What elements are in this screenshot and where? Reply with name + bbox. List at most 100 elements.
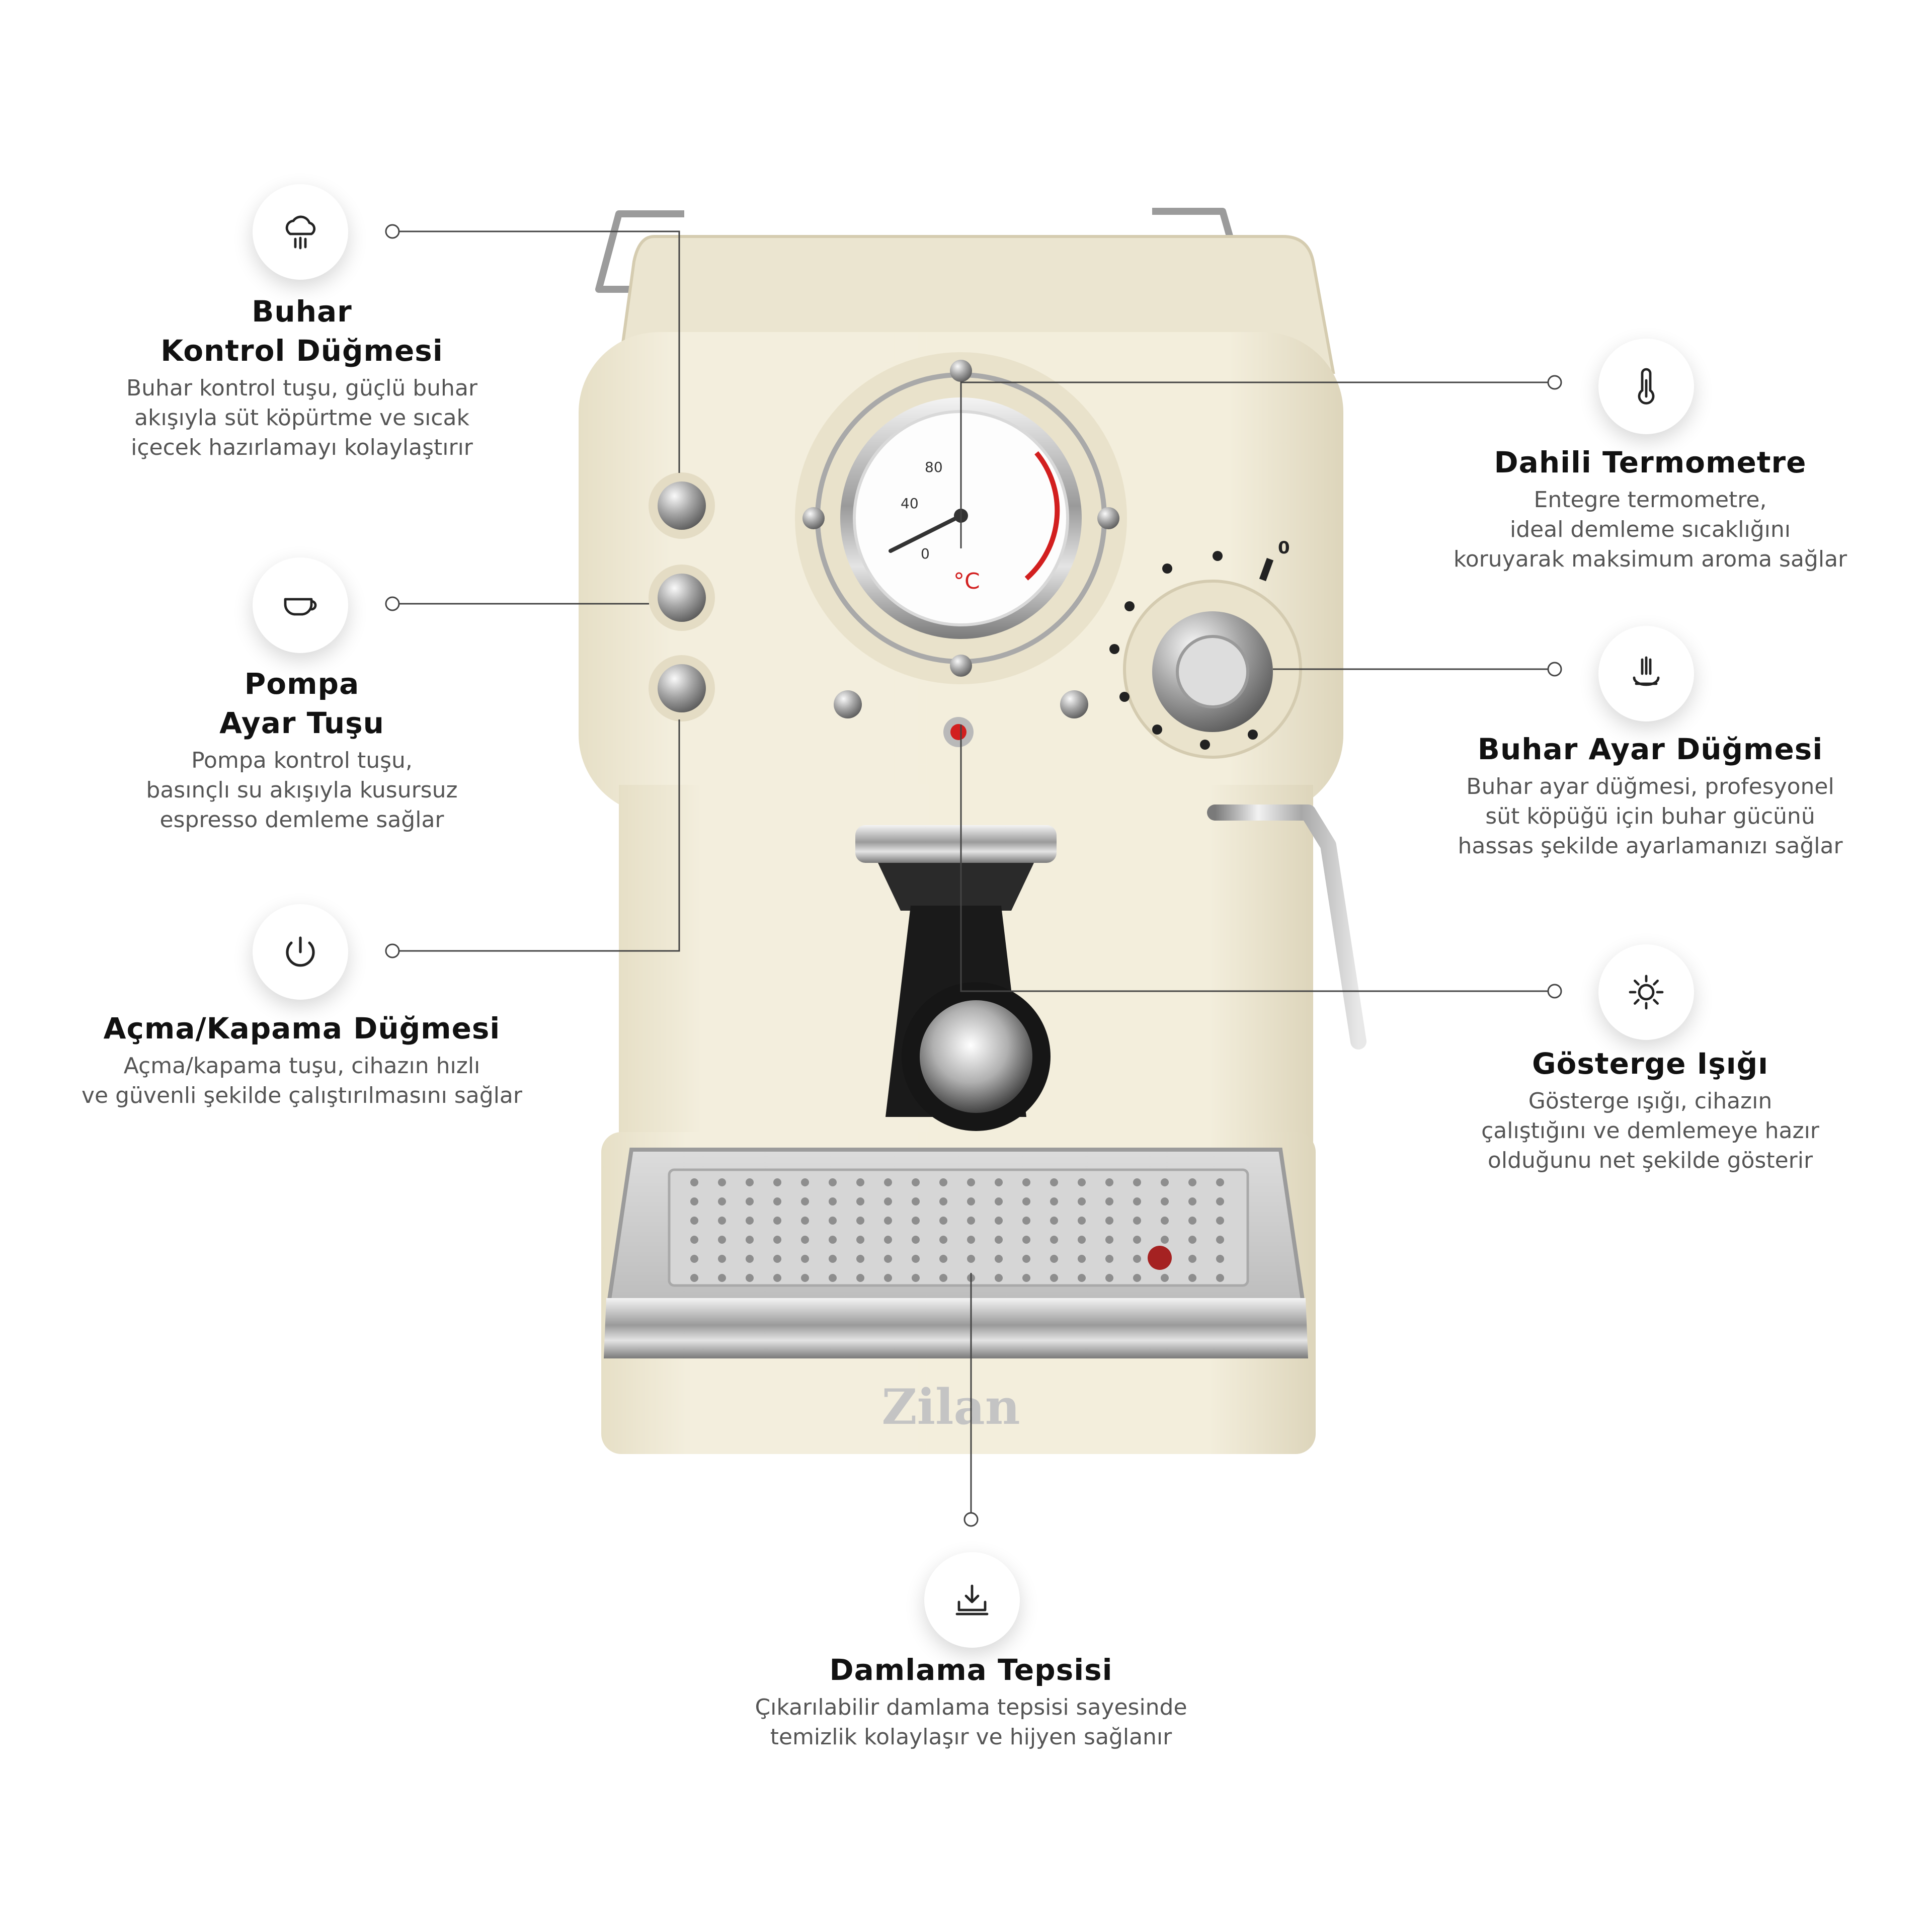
gauge-unit: °C	[953, 569, 980, 594]
grate-hole	[1216, 1197, 1224, 1205]
grate-hole	[1161, 1236, 1169, 1244]
grate-hole	[690, 1217, 698, 1225]
grate-hole	[1188, 1236, 1196, 1244]
grate-hole	[884, 1197, 892, 1205]
grate-hole	[912, 1217, 920, 1225]
cup-icon	[253, 557, 348, 653]
callout-lines	[392, 230, 1555, 1519]
grate-hole	[939, 1274, 947, 1282]
thermometer-icon	[1598, 339, 1694, 434]
grate-hole	[801, 1255, 809, 1263]
grate-hole	[829, 1217, 837, 1225]
grate-hole	[773, 1255, 781, 1263]
grate-hole	[718, 1178, 726, 1186]
feature-thermometer-title: Dahili Termometre	[1494, 445, 1807, 479]
portafilter-basket	[878, 863, 1034, 911]
steam-dial-marker	[1259, 557, 1274, 582]
gauge-red-arc	[1024, 451, 1060, 581]
grate-hole	[690, 1274, 698, 1282]
tray-download-icon	[924, 1552, 1020, 1648]
feature-drip-tray-desc: Çıkarılabilir damlama tepsisi sayesinde …	[755, 1695, 1187, 1750]
brand-logo: Zilan	[881, 1379, 1020, 1435]
grate-hole	[773, 1236, 781, 1244]
grate-hole	[1188, 1217, 1196, 1225]
grate-hole	[801, 1236, 809, 1244]
grate-hole	[912, 1236, 920, 1244]
coffee-ready-light	[834, 690, 862, 718]
sun-light-icon	[1598, 944, 1694, 1040]
tray-float	[1148, 1246, 1172, 1270]
grate-hole	[718, 1274, 726, 1282]
grate-hole	[1133, 1255, 1141, 1263]
grate-hole	[1188, 1197, 1196, 1205]
grate-hole	[912, 1255, 920, 1263]
grate-hole	[1105, 1255, 1113, 1263]
grate-hole	[746, 1274, 754, 1282]
feature-drip-tray-title: Damlama Tepsisi	[829, 1653, 1113, 1687]
grate-hole	[1050, 1197, 1058, 1205]
grate-hole	[746, 1255, 754, 1263]
steam-hand-icon	[1598, 626, 1694, 721]
grate-hole	[856, 1236, 864, 1244]
grate-hole	[967, 1178, 975, 1186]
grate-hole	[967, 1197, 975, 1205]
grate-hole	[1161, 1197, 1169, 1205]
callout-dots	[385, 224, 1562, 1527]
grate-hole	[773, 1217, 781, 1225]
feature-steam-control-title: Buhar Kontrol Düğmesi	[160, 294, 443, 368]
grate-hole	[856, 1217, 864, 1225]
grate-hole	[1078, 1274, 1086, 1282]
grate-hole	[1188, 1178, 1196, 1186]
feature-drip-tray: Damlama Tepsisi Çıkarılabilir damlama te…	[669, 1650, 1273, 1752]
gauge-label-0: 0	[921, 545, 930, 562]
grate-hole	[884, 1236, 892, 1244]
grate-hole	[1050, 1217, 1058, 1225]
grate-hole	[746, 1236, 754, 1244]
grate-hole	[1105, 1197, 1113, 1205]
grate-hole	[690, 1178, 698, 1186]
grate-hole	[967, 1217, 975, 1225]
grate-hole	[690, 1236, 698, 1244]
grate-hole	[718, 1236, 726, 1244]
grate-hole	[829, 1255, 837, 1263]
grate-hole	[1105, 1217, 1113, 1225]
grate-hole	[1216, 1274, 1224, 1282]
group-head	[855, 825, 1057, 863]
grate-hole	[801, 1274, 809, 1282]
grate-hole	[1161, 1217, 1169, 1225]
power-icon	[253, 904, 348, 1000]
grate-hole	[1078, 1236, 1086, 1244]
grate-hole	[939, 1217, 947, 1225]
grate-hole	[1022, 1197, 1030, 1205]
grate-hole	[856, 1255, 864, 1263]
grate-hole	[1216, 1217, 1224, 1225]
feature-steam-control-desc: Buhar kontrol tuşu, güçlü buhar akışıyla…	[126, 375, 477, 460]
feature-power: Açma/Kapama Düğmesi Açma/kapama tuşu, ci…	[45, 1009, 558, 1110]
grate-hole	[746, 1197, 754, 1205]
grate-hole	[1216, 1255, 1224, 1263]
grate-hole	[1133, 1274, 1141, 1282]
grate-hole	[1133, 1197, 1141, 1205]
feature-steam-dial: Buhar Ayar Düğmesi Buhar ayar düğmesi, p…	[1419, 730, 1882, 861]
grate-hole	[1161, 1178, 1169, 1186]
grate-hole	[967, 1236, 975, 1244]
grate-hole	[856, 1274, 864, 1282]
grate-hole	[1188, 1255, 1196, 1263]
grate-hole	[995, 1255, 1003, 1263]
grate-hole	[884, 1255, 892, 1263]
grate-hole	[1022, 1255, 1030, 1263]
feature-power-desc: Açma/kapama tuşu, cihazın hızlı ve güven…	[82, 1053, 522, 1108]
grate-hole	[1105, 1178, 1113, 1186]
grate-hole	[801, 1197, 809, 1205]
feature-pump-title: Pompa Ayar Tuşu	[219, 667, 384, 740]
feature-power-title: Açma/Kapama Düğmesi	[103, 1011, 501, 1045]
steam-dial-zero: 0	[1278, 538, 1290, 558]
grate-hole	[1022, 1274, 1030, 1282]
drip-tray-front	[604, 1298, 1308, 1358]
gauge-label-80: 80	[925, 459, 943, 475]
grate-hole	[1050, 1255, 1058, 1263]
grate-hole	[939, 1236, 947, 1244]
grate-holes	[690, 1178, 1224, 1282]
grate-hole	[1078, 1255, 1086, 1263]
feature-steam-control: Buhar Kontrol Düğmesi Buhar kontrol tuşu…	[80, 292, 523, 462]
